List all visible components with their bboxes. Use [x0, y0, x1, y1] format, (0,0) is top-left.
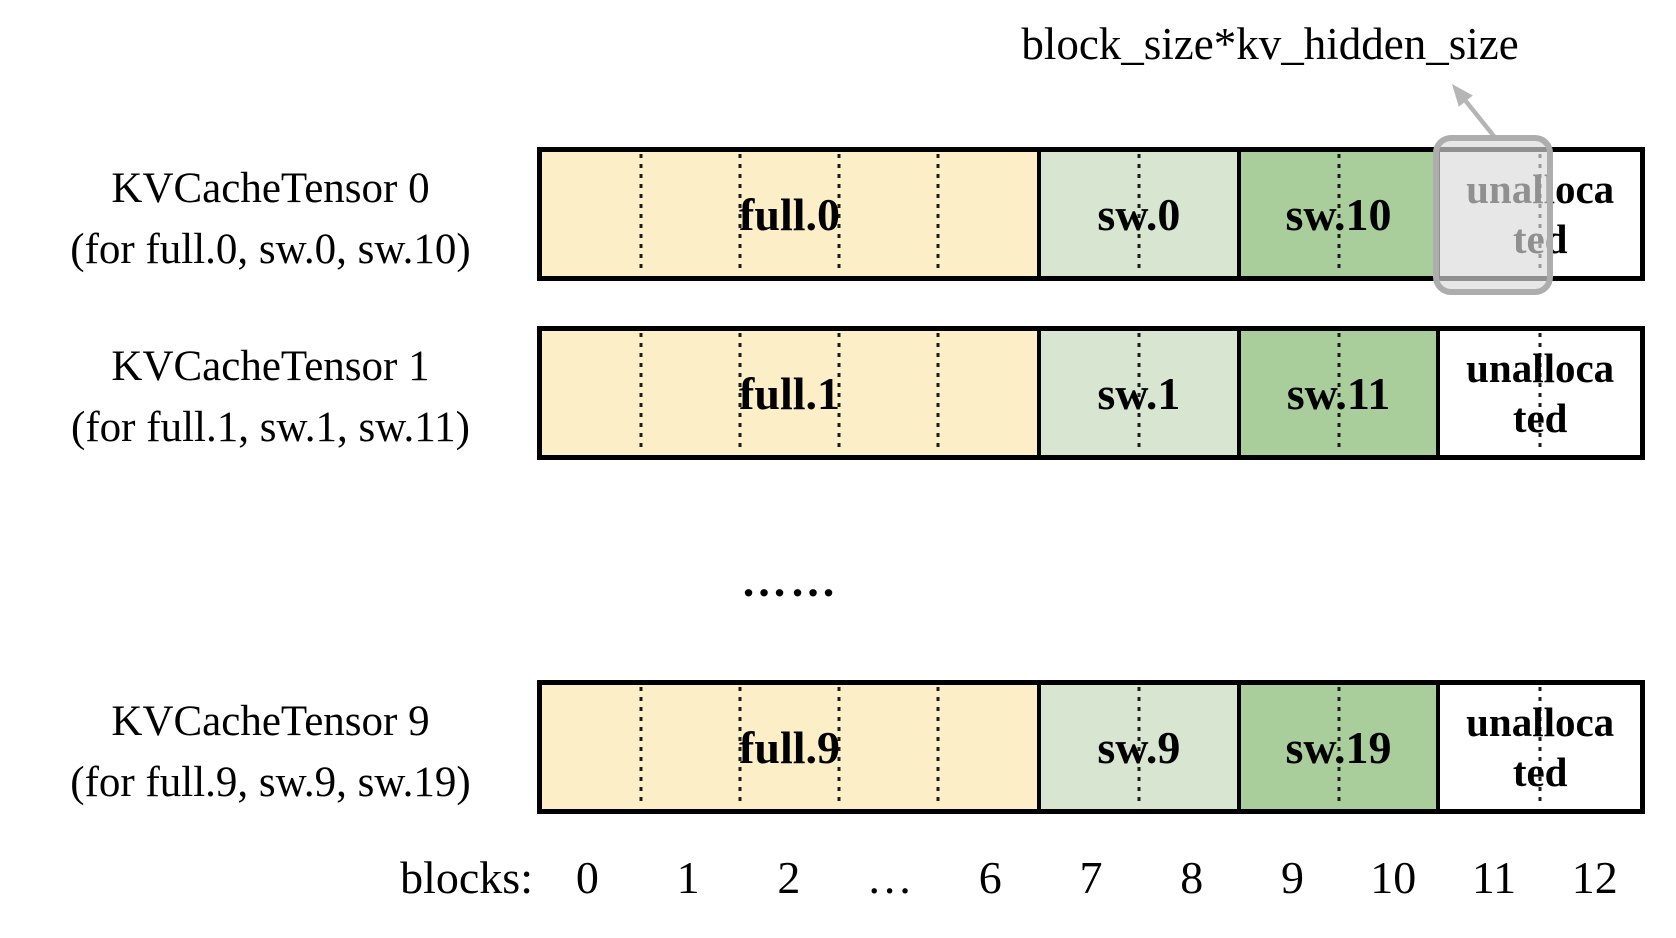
block-divider-dotted [936, 687, 940, 807]
tensor-9-unallocated-segment: unalloca ted [1440, 685, 1640, 809]
block-divider-dotted [1337, 333, 1341, 453]
tensor-1-full-segment: full.1 [542, 331, 1042, 455]
block-size-annotation: block_size*kv_hidden_size [1021, 19, 1519, 69]
block-divider-dotted [1137, 687, 1141, 807]
block-divider-dotted [1538, 687, 1542, 807]
tensor-0-label: KVCacheTensor 0 (for full.0, sw.0, sw.10… [18, 158, 523, 280]
block-tick: 12 [1571, 852, 1618, 903]
block-divider-dotted [639, 154, 643, 274]
tensor-1-sw-segment: sw.1 [1041, 331, 1241, 455]
block-tick: 6 [978, 852, 1002, 903]
tensor-1-bar: full.1 sw.1 sw.11 unalloca ted [537, 326, 1645, 460]
block-tick: 2 [777, 852, 801, 903]
block-divider-dotted [837, 687, 841, 807]
tensor-1-unallocated-segment: unalloca ted [1440, 331, 1640, 455]
block-divider-dotted [1137, 333, 1141, 453]
annotation-arrow-icon [1452, 84, 1499, 142]
block-divider-dotted [936, 154, 940, 274]
blocks-axis-label: blocks: [400, 852, 533, 903]
segment-label: sw.1 [1097, 367, 1181, 419]
block-divider-dotted [1137, 154, 1141, 274]
block-divider-dotted [738, 333, 742, 453]
block-tick: 1 [676, 852, 700, 903]
block-divider-dotted [639, 333, 643, 453]
tensor-1-sw2-segment: sw.11 [1240, 331, 1441, 455]
segment-label: sw.9 [1097, 721, 1181, 773]
tensor-9-sw-segment: sw.9 [1041, 685, 1241, 809]
block-tick: 9 [1281, 852, 1304, 903]
tensor-0-sw2-segment: sw.10 [1240, 152, 1441, 276]
tensor-1-title: KVCacheTensor 1 [111, 343, 430, 390]
segment-label: sw.11 [1286, 367, 1391, 419]
rows-ellipsis: …… [741, 555, 839, 606]
tensor-0-full-segment: full.0 [542, 152, 1042, 276]
segment-label: unalloca ted [1466, 698, 1615, 795]
segment-label: sw.10 [1285, 188, 1392, 240]
tensor-9-sw2-segment: sw.19 [1240, 685, 1441, 809]
tensor-9-full-segment: full.9 [542, 685, 1042, 809]
block-tick: 7 [1079, 852, 1103, 903]
segment-label: sw.0 [1097, 188, 1181, 240]
tensor-0-subtitle: (for full.0, sw.0, sw.10) [70, 226, 471, 273]
highlighted-block-outline [1433, 135, 1553, 295]
block-divider-dotted [738, 687, 742, 807]
segment-label: full.0 [739, 188, 841, 240]
block-tick: 0 [575, 852, 599, 903]
segment-label: sw.19 [1285, 721, 1392, 773]
segment-label: full.9 [739, 721, 841, 773]
tensor-0-title: KVCacheTensor 0 [111, 165, 430, 212]
block-divider-dotted [738, 154, 742, 274]
block-tick: 8 [1180, 852, 1204, 903]
tensor-0-sw-segment: sw.0 [1041, 152, 1241, 276]
tensor-1-label: KVCacheTensor 1 (for full.1, sw.1, sw.11… [18, 336, 523, 458]
tensor-9-label: KVCacheTensor 9 (for full.9, sw.9, sw.19… [18, 691, 523, 813]
tensor-1-subtitle: (for full.1, sw.1, sw.11) [71, 404, 470, 451]
tensor-0-bar: full.0 sw.0 sw.10 unalloca ted [537, 135, 1645, 295]
block-divider-dotted [936, 333, 940, 453]
tensor-9-subtitle: (for full.9, sw.9, sw.19) [70, 759, 471, 806]
tensor-9-title: KVCacheTensor 9 [111, 698, 430, 745]
block-divider-dotted [837, 333, 841, 453]
block-tick: … [866, 852, 913, 903]
block-divider-dotted [837, 154, 841, 274]
block-tick: 10 [1370, 852, 1417, 903]
segment-label: full.1 [739, 367, 841, 419]
segment-label: unalloca ted [1466, 344, 1615, 441]
block-divider-dotted [1337, 154, 1341, 274]
blocks-axis-ticks: 0 1 2 … 6 7 8 9 10 11 12 [537, 851, 1645, 904]
block-divider-dotted [1538, 333, 1542, 453]
block-divider-dotted [1337, 687, 1341, 807]
block-divider-dotted [639, 687, 643, 807]
tensor-9-bar: full.9 sw.9 sw.19 unalloca ted [537, 680, 1645, 814]
block-tick: 11 [1471, 852, 1517, 903]
